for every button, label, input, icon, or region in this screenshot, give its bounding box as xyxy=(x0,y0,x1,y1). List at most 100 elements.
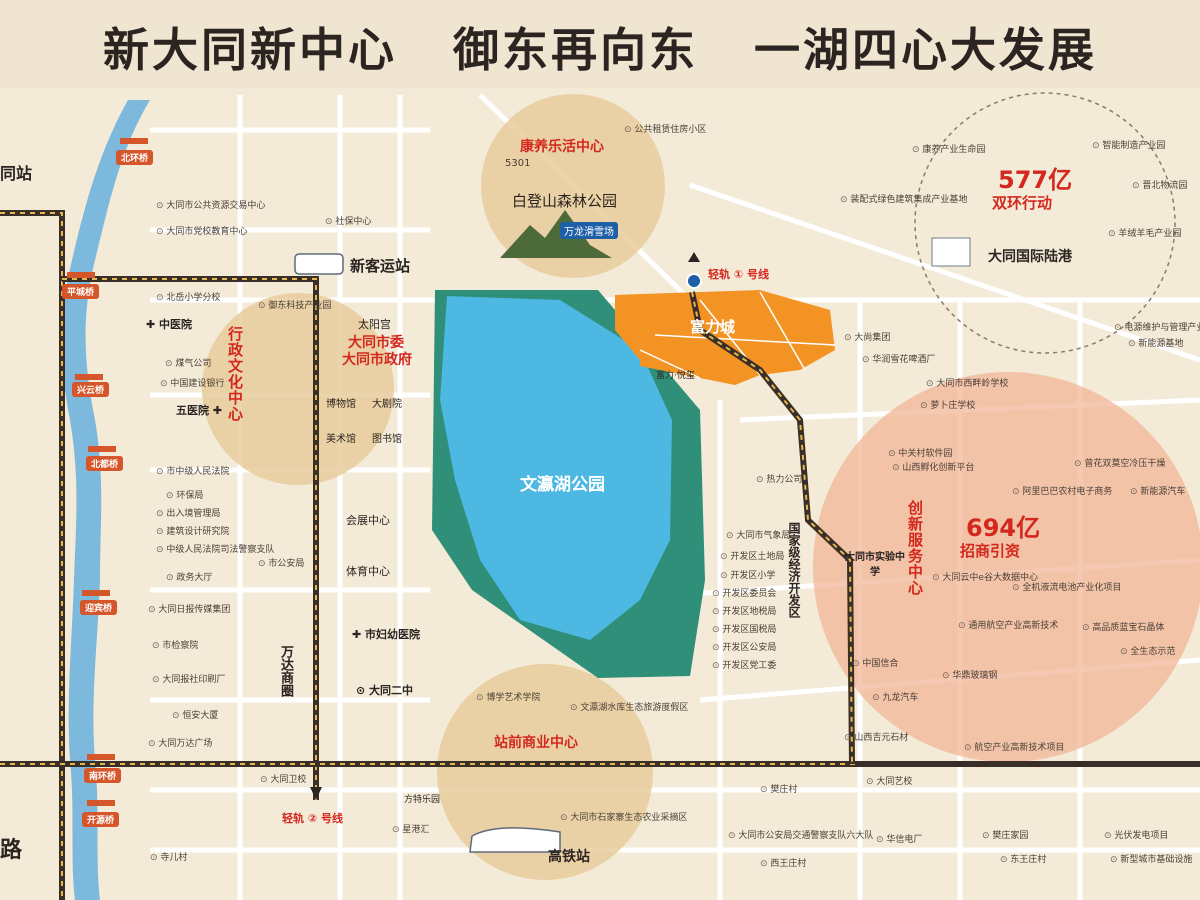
poi-left-1: 中国建设银行 xyxy=(160,376,224,389)
poi-right-28: 樊庄家园 xyxy=(982,828,1028,841)
poi-left-12: 恒安大厦 xyxy=(172,708,218,721)
poi-center-7: 开发区党工委 xyxy=(712,658,776,671)
poi-right-5: 大尚集团 xyxy=(844,330,890,343)
poi-right-17: 通用航空产业高新技术 xyxy=(958,618,1058,631)
hospital-label: ✚ 中医院 xyxy=(146,318,193,331)
poi-center-4: 开发区地税局 xyxy=(712,604,776,617)
museum-label: 博物馆 xyxy=(326,399,356,410)
train-icon xyxy=(469,827,561,853)
poi-center-5: 开发区国税局 xyxy=(712,622,776,635)
library-label: 图书馆 xyxy=(372,434,402,445)
poi-left-0: 煤气公司 xyxy=(165,356,211,369)
poi-center-9: 文瀛湖水库生态旅游度假区 xyxy=(570,700,688,713)
convention-label: 会展中心 xyxy=(346,514,390,527)
poi-left-4: 出入境管理局 xyxy=(156,506,220,519)
slogan-2: 御东再向东 xyxy=(453,23,698,77)
poi-right-2: 装配式绿色建筑集成产业基地 xyxy=(840,192,967,205)
admin-title: 行政文化中心 xyxy=(226,326,244,422)
poi-left-10: 市检察院 xyxy=(152,638,198,651)
ring-subtitle: 双环行动 xyxy=(992,194,1053,212)
poi-right-10: 山西孵化创新平台 xyxy=(892,460,974,473)
poi-left-14: 大同卫校 xyxy=(260,772,306,785)
gov-government: 大同市政府 xyxy=(342,352,412,368)
poi-right-33: 电源维护与管理产业园 xyxy=(1114,320,1200,333)
poi-right-19: 全生态示范 xyxy=(1120,644,1175,657)
poi-right-11: 阿里巴巴农村电子商务 xyxy=(1012,484,1112,497)
lake-label: 文瀛湖公园 xyxy=(520,475,605,495)
bus-station-label: 新客运站 xyxy=(350,257,411,275)
poi-right-32: 西王庄村 xyxy=(760,856,806,869)
rail-2-marker-icon xyxy=(310,787,322,800)
poi-left-6: 中级人民法院司法警察支队 xyxy=(156,542,274,555)
poi-right-29: 东王庄村 xyxy=(1000,852,1046,865)
poi-center-1: 开发区土地局 xyxy=(720,549,784,562)
poi-right-22: 九龙汽车 xyxy=(872,690,918,703)
poi-center-11: 大同市公安局交通警察支队六大队 xyxy=(728,828,873,841)
innovation-amount: 694亿 xyxy=(966,514,1041,542)
poi-left-15: 寺儿村 xyxy=(150,850,187,863)
ski-resort: 万龙滑雪场 xyxy=(560,222,618,239)
poi-right-27: 华信电厂 xyxy=(876,832,922,845)
poi-left-7: 政务大厅 xyxy=(166,570,212,583)
rail-1-marker-icon xyxy=(688,252,700,262)
poi-right-6: 华润雪花啤酒厂 xyxy=(862,352,935,365)
poi-top-3: 社保中心 xyxy=(325,214,371,227)
taiyang-palace: 太阳宫 xyxy=(358,318,391,331)
hsr-station-label: 高铁站 xyxy=(548,849,590,865)
poi-center-2: 开发区小学 xyxy=(720,568,775,581)
slogan-1: 新大同新中心 xyxy=(103,23,397,77)
art-museum-label: 美术馆 xyxy=(326,434,356,445)
poi-right-18: 高品质蓝宝石晶体 xyxy=(1082,620,1164,633)
circle-admin xyxy=(202,293,394,485)
ring-amount: 577亿 xyxy=(998,166,1073,194)
no2-school-label: ⊙ 大同二中 xyxy=(356,684,414,697)
bus-icon xyxy=(294,253,344,275)
rail-line-2-label: 轻轨 ② 号线 xyxy=(282,812,343,825)
fangte-label: 方特乐园 xyxy=(404,795,441,805)
poi-left-13: 大同万达广场 xyxy=(148,736,212,749)
poi-right-16: 全机液流电池产业化项目 xyxy=(1012,580,1121,593)
bridge-markers xyxy=(67,138,148,806)
poi-right-12: 新能源汽车 xyxy=(1130,484,1185,497)
stadium-label: 体育中心 xyxy=(346,565,390,578)
poi-right-15: 大同云中e谷大数据中心 xyxy=(932,570,1038,583)
port-building-icon xyxy=(931,237,971,267)
bridge-beidu: 北都桥 xyxy=(86,456,124,471)
poi-right-8: 萝卜庄学校 xyxy=(920,398,975,411)
road-partial-label: 路 xyxy=(0,838,23,863)
poi-right-13: 热力公司 xyxy=(756,472,802,485)
project-label: 富力城 xyxy=(690,318,736,336)
poi-left-3: 环保局 xyxy=(166,488,203,501)
poi-top-2: 大同市党校教育中心 xyxy=(156,224,247,237)
poi-right-21: 华鼎玻璃钢 xyxy=(942,668,997,681)
poi-right-0: 康养产业生命园 xyxy=(912,142,985,155)
poi-left-9: 大同日报传媒集团 xyxy=(148,602,230,615)
poi-right-26: 樊庄村 xyxy=(760,782,797,795)
mountain-icon xyxy=(500,210,612,258)
bridge-beihuan: 北环桥 xyxy=(116,150,154,165)
wanda-label: 万达商圈 xyxy=(278,645,293,697)
poi-right-20: 中国信合 xyxy=(852,656,898,669)
poi-top-4: 北岳小学分校 xyxy=(156,290,220,303)
station-title: 站前商业中心 xyxy=(494,735,578,751)
theatre-label: 大剧院 xyxy=(372,399,402,410)
river xyxy=(62,100,150,900)
poi-right-25: 大同艺校 xyxy=(866,774,912,787)
bridge-kaiyuan: 开源桥 xyxy=(82,812,120,827)
poi-top-0: 公共租赁住房小区 xyxy=(624,122,706,135)
poi-left-16: 星港汇 xyxy=(392,822,429,835)
poi-center-8: 博学艺术学院 xyxy=(476,690,540,703)
poi-right-1: 智能制造产业园 xyxy=(1092,138,1165,151)
poi-center-10: 大同市石家寨生态农业采摘区 xyxy=(560,810,687,823)
poi-right-31: 新型城市基础设施 xyxy=(1110,852,1192,865)
baideng-park: 白登山森林公园 xyxy=(512,192,618,210)
poi-left-8: 市公安局 xyxy=(258,556,304,569)
poi-right-24: 航空产业高新技术项目 xyxy=(964,740,1064,753)
header-banner: 新大同新中心御东再向东一湖四心大发展 xyxy=(0,0,1200,88)
poi-left-2: 市中级人民法院 xyxy=(156,464,229,477)
station-partial-label: 同站 xyxy=(0,164,33,183)
project-sub-label: 富力·悦玺 xyxy=(656,371,695,381)
health-title: 康养乐活中心 xyxy=(520,139,604,155)
poi-right-30: 光伏发电项目 xyxy=(1104,828,1168,841)
maternity-label: ✚ 市妇幼医院 xyxy=(352,628,421,641)
